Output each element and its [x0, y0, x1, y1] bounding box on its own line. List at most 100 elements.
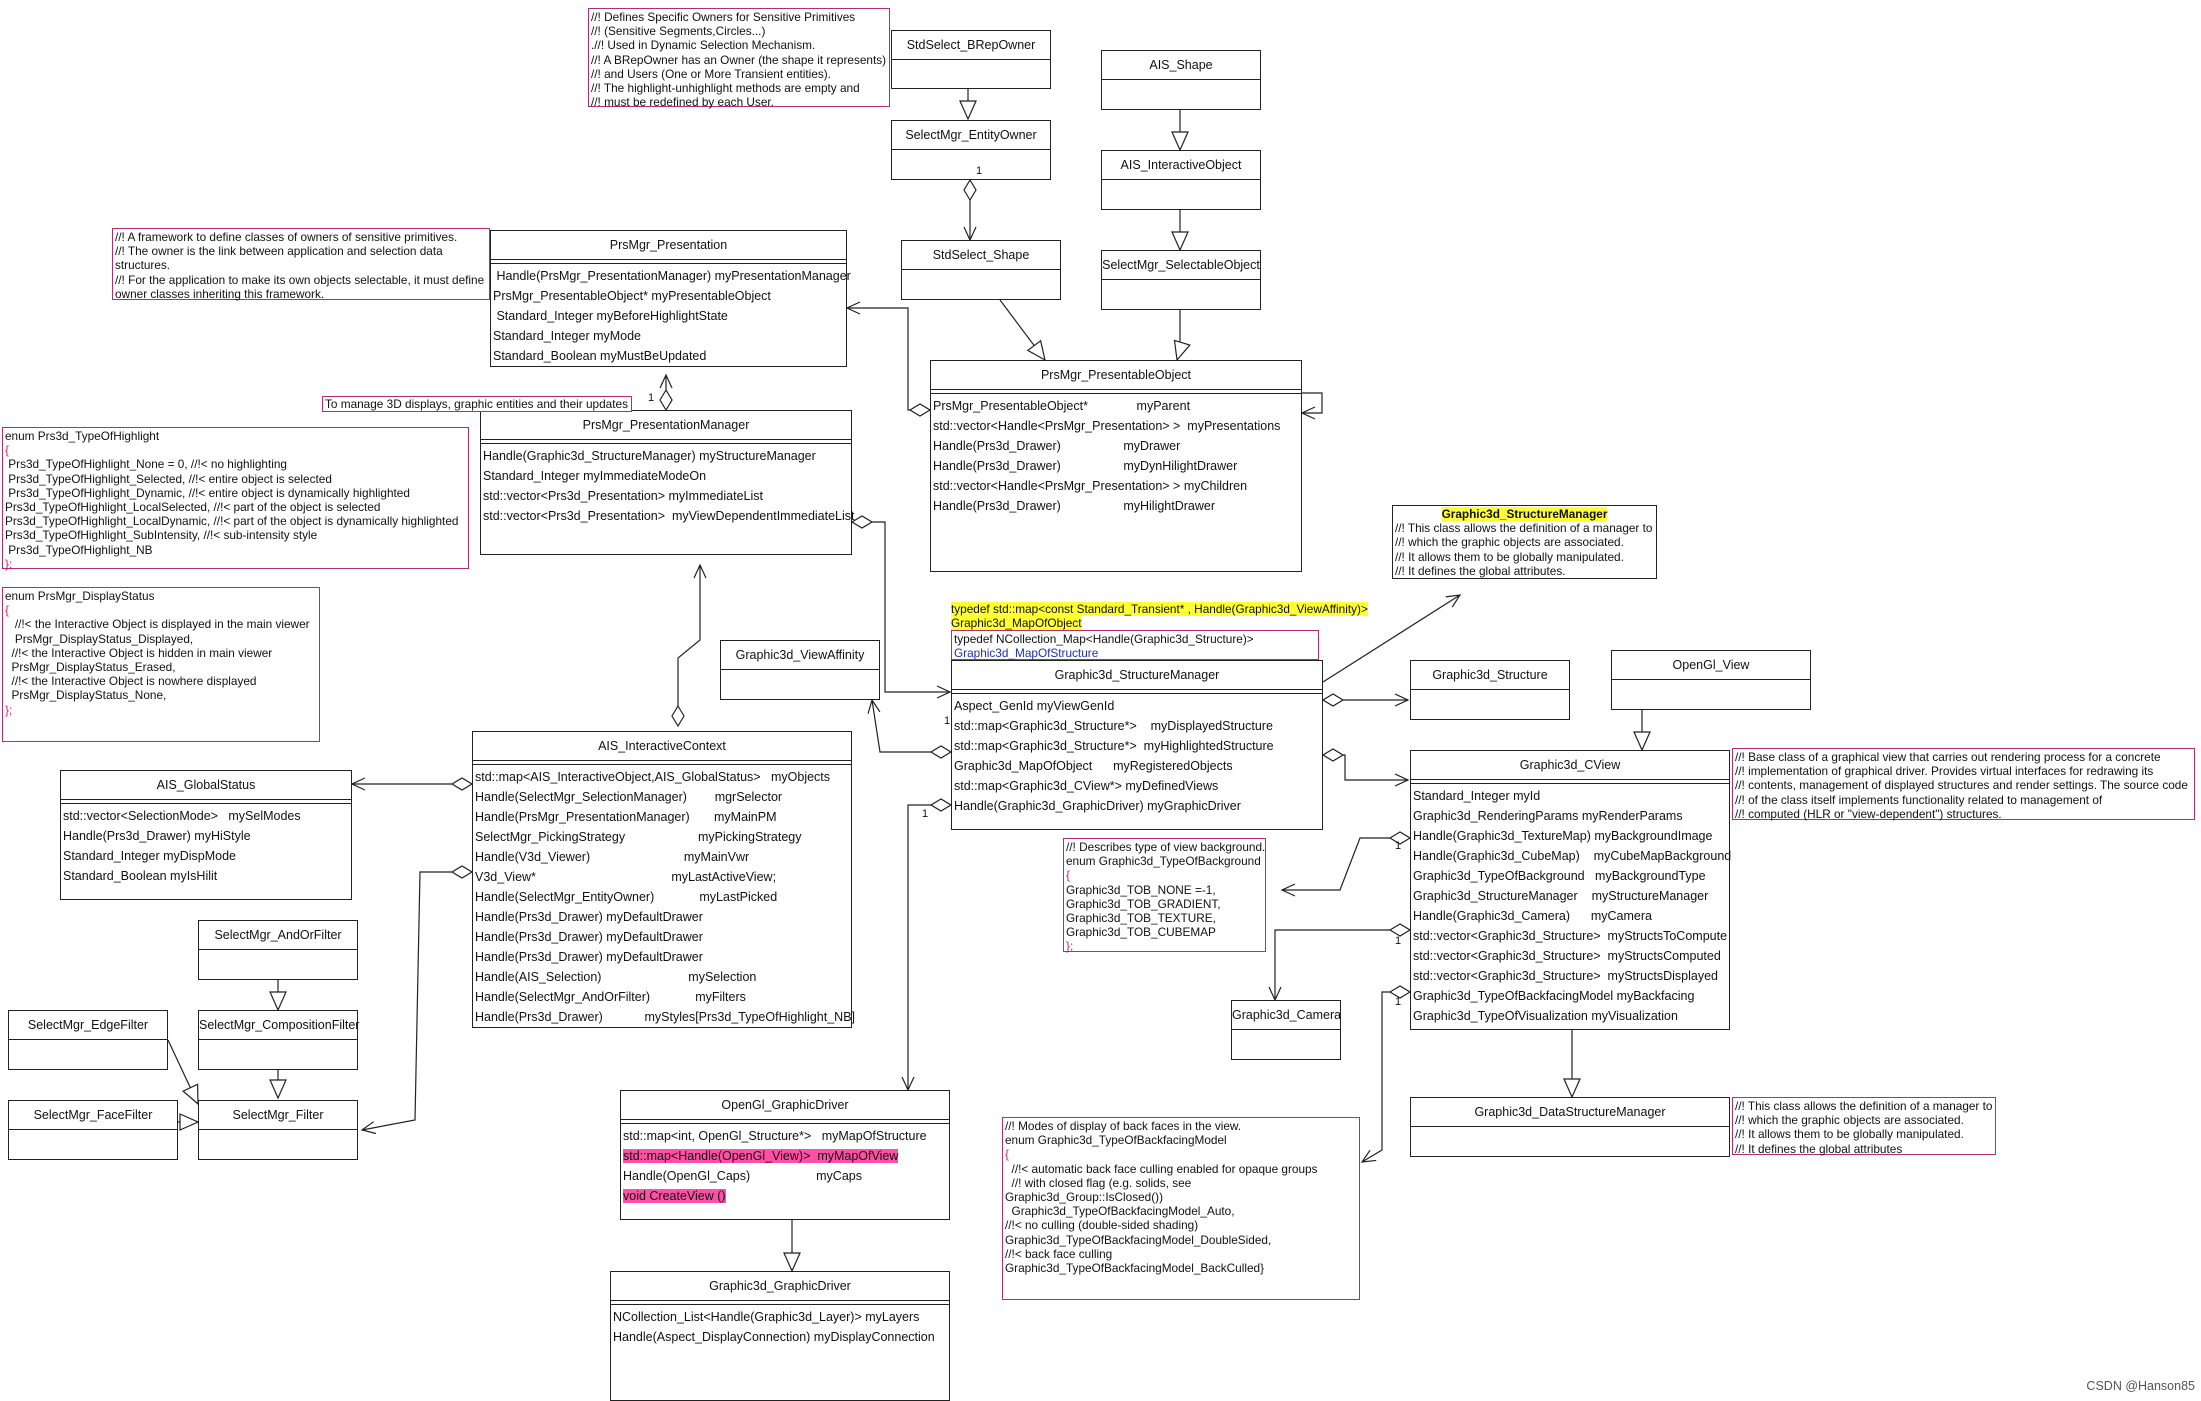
- attribute: Handle(Prs3d_Drawer) myHilightDrawer: [933, 499, 1216, 513]
- class-name: Graphic3d_Structure: [1411, 661, 1569, 690]
- attribute: Graphic3d_RenderingParams myRenderParams: [1413, 809, 1683, 823]
- class-name: Graphic3d_GraphicDriver: [611, 1272, 949, 1301]
- class-selectmgr-andorfilter[interactable]: SelectMgr_AndOrFilter: [198, 920, 358, 980]
- note-typeofbackground: //! Describes type of view background. e…: [1063, 838, 1266, 953]
- watermark-label: CSDN @Hanson85: [2086, 1379, 2195, 1393]
- class-name: AIS_InteractiveObject: [1102, 151, 1260, 180]
- class-stdselect-brepowner[interactable]: StdSelect_BRepOwner: [891, 30, 1051, 89]
- class-ais-interactiveobject[interactable]: AIS_InteractiveObject: [1101, 150, 1261, 210]
- class-graphic3d-cview[interactable]: Graphic3d_CView Standard_Integer myId Gr…: [1410, 750, 1731, 1030]
- attribute: std::vector<Prs3d_Presentation> myImmedi…: [483, 489, 763, 503]
- attribute: std::map<Handle(OpenGl_View)> myMapOfVie…: [623, 1146, 947, 1166]
- class-ais-shape[interactable]: AIS_Shape: [1101, 50, 1261, 110]
- attribute: Standard_Boolean myIsHilit: [63, 869, 218, 883]
- context-to-filter-aggregation: [362, 872, 472, 1130]
- structuremanager-to-viewaffinity-aggregation: [872, 700, 951, 752]
- class-graphic3d-camera[interactable]: Graphic3d_Camera: [1231, 1000, 1341, 1060]
- attribute: Aspect_GenId myViewGenId: [954, 699, 1115, 713]
- stdselect-shape-to-presentableobject-inheritance: [999, 299, 1045, 360]
- highlighted-method: void CreateView (): [623, 1189, 726, 1203]
- class-opengl-view[interactable]: OpenGl_View: [1611, 650, 1811, 710]
- class-graphic3d-datastructuremanager[interactable]: Graphic3d_DataStructureManager: [1410, 1097, 1730, 1157]
- class-name: PrsMgr_Presentation: [491, 231, 846, 260]
- class-selectmgr-selectableobject[interactable]: SelectMgr_SelectableObject: [1101, 250, 1261, 310]
- class-prsmgr-presentation[interactable]: PrsMgr_Presentation Handle(PrsMgr_Presen…: [490, 230, 851, 367]
- class-graphic3d-structure[interactable]: Graphic3d_Structure: [1410, 660, 1570, 720]
- typedef-map-of-object: typedef std::map<const Standard_Transien…: [951, 602, 1368, 630]
- class-graphic3d-graphicdriver[interactable]: Graphic3d_GraphicDriver NCollection_List…: [610, 1271, 950, 1401]
- attribute: Handle(Prs3d_Drawer) myDynHilightDrawer: [933, 459, 1238, 473]
- class-stdselect-shape[interactable]: StdSelect_Shape: [901, 240, 1061, 300]
- attribute: Handle(SelectMgr_AndOrFilter) myFilters: [475, 990, 746, 1004]
- class-ais-globalstatus[interactable]: AIS_GlobalStatus std::vector<SelectionMo…: [60, 770, 352, 900]
- multiplicity-label: 1: [944, 715, 951, 727]
- attribute: Handle(PrsMgr_PresentationManager) myMai…: [475, 810, 777, 824]
- attribute: Handle(Prs3d_Drawer) myDrawer: [933, 439, 1181, 453]
- attribute: std::vector<SelectionMode> mySelModes: [63, 809, 301, 823]
- class-name: PrsMgr_PresentableObject: [931, 361, 1301, 390]
- class-graphic3d-viewaffinity[interactable]: Graphic3d_ViewAffinity: [720, 640, 880, 700]
- attribute: SelectMgr_PickingStrategy myPickingStrat…: [475, 830, 802, 844]
- attribute-list: PrsMgr_PresentableObject* myParent std::…: [931, 394, 1301, 516]
- attribute-list: Standard_Integer myId Graphic3d_Renderin…: [1411, 784, 1731, 1026]
- class-name: Graphic3d_DataStructureManager: [1411, 1098, 1729, 1127]
- attribute: Standard_Integer myImmediateModeOn: [483, 469, 707, 483]
- class-name: Graphic3d_StructureManager: [952, 661, 1322, 690]
- class-selectmgr-entityowner[interactable]: SelectMgr_EntityOwner: [891, 120, 1051, 180]
- attribute: Handle(OpenGl_Caps) myCaps: [623, 1169, 862, 1183]
- cview-to-camera-aggregation: [1275, 930, 1410, 1000]
- class-ais-interactivecontext[interactable]: AIS_InteractiveContext std::map<AIS_Inte…: [472, 731, 855, 1028]
- attribute: std::map<Graphic3d_CView*> myDefinedView…: [954, 779, 1219, 793]
- attribute: Handle(Aspect_DisplayConnection) myDispl…: [613, 1330, 935, 1344]
- attribute: Standard_Integer myMode: [493, 329, 642, 343]
- attribute: Handle(Graphic3d_GraphicDriver) myGraphi…: [954, 799, 1241, 813]
- attribute: Graphic3d_MapOfObject myRegisteredObject…: [954, 759, 1233, 773]
- class-prsmgr-presentationmanager[interactable]: PrsMgr_PresentationManager Handle(Graphi…: [480, 410, 855, 555]
- class-opengl-graphicdriver[interactable]: OpenGl_GraphicDriver std::map<int, OpenG…: [620, 1090, 950, 1220]
- multiplicity-label: 1: [648, 392, 655, 404]
- attribute: std::vector<Handle<PrsMgr_Presentation> …: [933, 419, 1281, 433]
- class-selectmgr-facefilter[interactable]: SelectMgr_FaceFilter: [8, 1100, 178, 1160]
- presentableobject-to-presentation-aggregation: [847, 308, 930, 410]
- attribute: Handle(AIS_Selection) mySelection: [475, 970, 757, 984]
- attribute-list: Handle(PrsMgr_PresentationManager) myPre…: [491, 264, 851, 366]
- attribute: Graphic3d_TypeOfVisualization myVisualiz…: [1413, 1009, 1678, 1023]
- class-name: SelectMgr_AndOrFilter: [199, 921, 357, 950]
- attribute: std::map<Graphic3d_Structure*> myHighlig…: [954, 739, 1274, 753]
- class-name: SelectMgr_EntityOwner: [892, 121, 1050, 150]
- attribute: std::map<Graphic3d_Structure*> myDisplay…: [954, 719, 1273, 733]
- attribute-list: std::map<AIS_InteractiveObject,AIS_Globa…: [473, 765, 855, 1027]
- multiplicity-label: 1: [1395, 996, 1402, 1008]
- class-name: SelectMgr_SelectableObject: [1102, 251, 1260, 280]
- attribute: Handle(Graphic3d_TextureMap) myBackgroun…: [1413, 829, 1713, 843]
- note-manage-3d: To manage 3D displays, graphic entities …: [322, 396, 632, 412]
- cview-to-backfacing-note-association: [1362, 992, 1410, 1162]
- attribute: V3d_View* myLastActiveView;: [475, 870, 777, 884]
- class-name: StdSelect_Shape: [902, 241, 1060, 270]
- context-to-presentationmanager-aggregation: [678, 565, 700, 726]
- attribute-list: std::vector<SelectionMode> mySelModes Ha…: [61, 804, 351, 886]
- attribute: Graphic3d_TypeOfBackfacingModel myBackfa…: [1413, 989, 1695, 1003]
- class-selectmgr-filter[interactable]: SelectMgr_Filter: [198, 1100, 358, 1160]
- attribute: Handle(Prs3d_Drawer) myHiStyle: [63, 829, 251, 843]
- class-name: StdSelect_BRepOwner: [892, 31, 1050, 60]
- class-graphic3d-structuremanager[interactable]: Graphic3d_StructureManager Aspect_GenId …: [951, 660, 1323, 830]
- class-name: OpenGl_View: [1612, 651, 1810, 680]
- structuremanager-to-graphicdriver-aggregation: [908, 805, 951, 1090]
- attribute: Standard_Integer myId: [1413, 789, 1541, 803]
- typedef-map-of-structure: typedef NCollection_Map<Handle(Graphic3d…: [951, 630, 1319, 660]
- attribute-list: std::map<int, OpenGl_Structure*> myMapOf…: [621, 1124, 949, 1206]
- class-selectmgr-edgefilter[interactable]: SelectMgr_EdgeFilter: [8, 1010, 168, 1070]
- multiplicity-label: 1: [976, 165, 983, 177]
- edgefilter-to-filter-inheritance: [167, 1039, 198, 1104]
- attribute: Handle(V3d_Viewer) myMainVwr: [475, 850, 750, 864]
- class-selectmgr-compositionfilter[interactable]: SelectMgr_CompositionFilter: [198, 1010, 359, 1070]
- class-prsmgr-presentableobject[interactable]: PrsMgr_PresentableObject PrsMgr_Presenta…: [930, 360, 1302, 572]
- multiplicity-label: 1: [922, 808, 929, 820]
- attribute: Standard_Integer myBeforeHighlightState: [493, 309, 728, 323]
- multiplicity-label: 1: [1395, 935, 1402, 947]
- attribute: Handle(Graphic3d_Camera) myCamera: [1413, 909, 1652, 923]
- note-prsmgr-displaystatus: enum PrsMgr_DisplayStatus { //!< the Int…: [2, 587, 320, 742]
- attribute: std::map<int, OpenGl_Structure*> myMapOf…: [623, 1129, 927, 1143]
- attribute: void CreateView (): [623, 1186, 947, 1206]
